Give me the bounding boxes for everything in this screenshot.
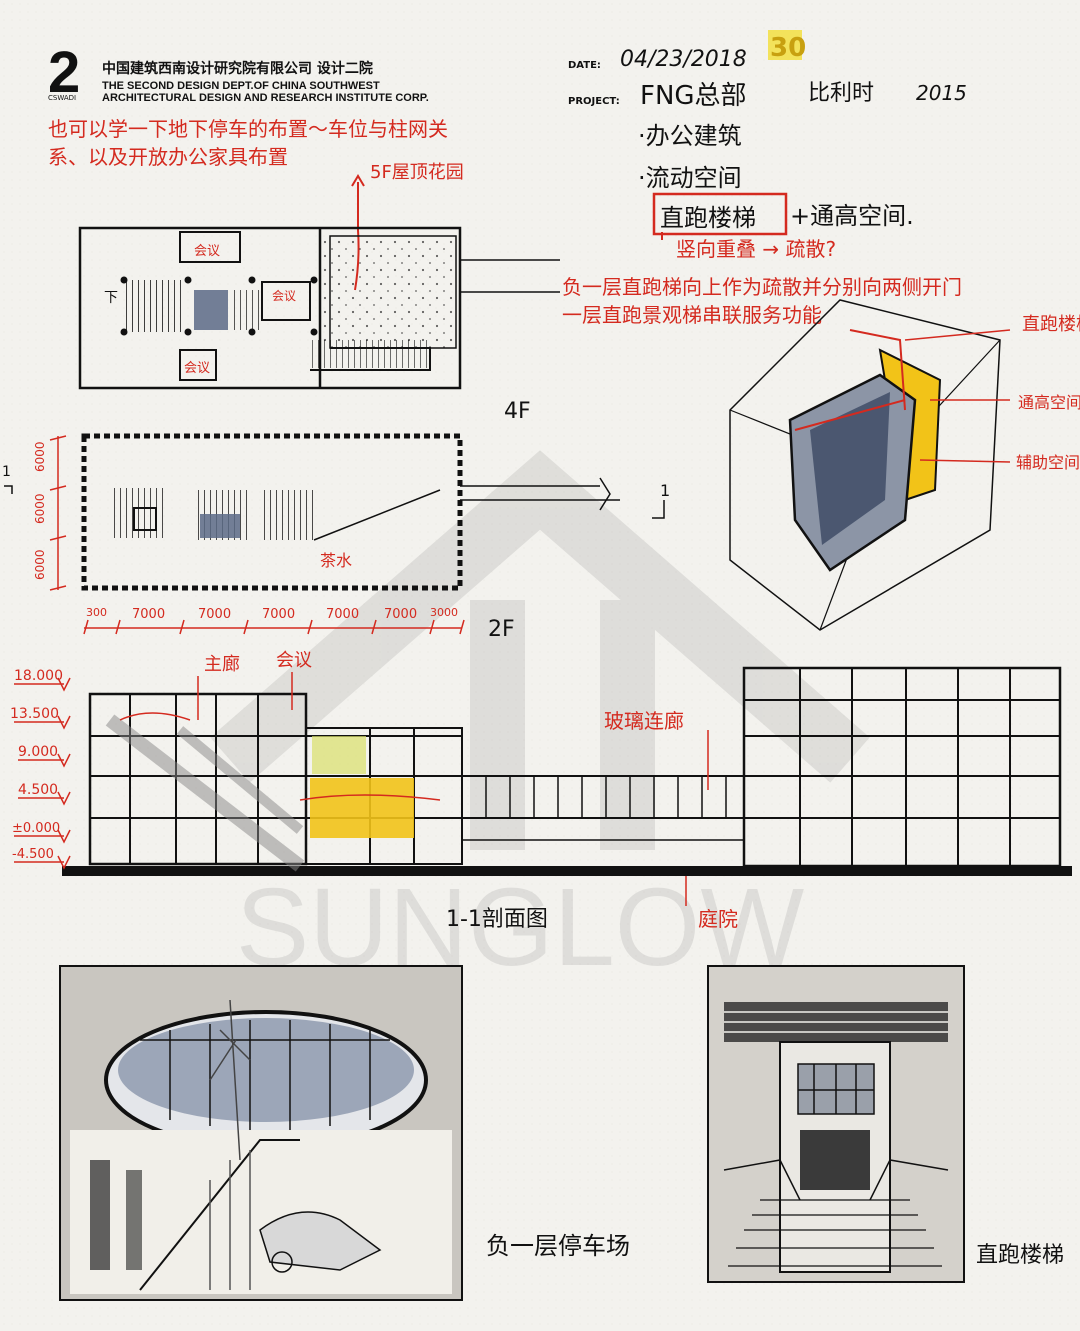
project-country: 比利时 xyxy=(808,81,874,106)
bullet-atrium: +通高空间. xyxy=(790,202,914,230)
level-minus-4500: -4.500 xyxy=(12,847,54,862)
caption-parking: 负一层停车场 xyxy=(486,1232,630,1260)
section-atrium-fill xyxy=(310,778,414,838)
dim-h-2: 7000 xyxy=(132,607,165,622)
dim-h-4: 7000 xyxy=(262,607,295,622)
plan-4f-meeting-top: 会议 xyxy=(194,244,220,259)
caption-stair: 直跑楼梯 xyxy=(976,1243,1064,1268)
dim-h-7: 3000 xyxy=(430,606,458,619)
stair-highlight-box xyxy=(652,192,788,236)
section-title: 1-1剖面图 xyxy=(446,907,548,932)
plan-4f-stair-label: 下 xyxy=(104,290,118,306)
axon-label-stair: 直跑楼梯 xyxy=(1022,314,1080,335)
axon-diagram: 直跑楼梯 通高空间 辅助空间 xyxy=(729,299,1080,631)
bullet-overlap: 竖向重叠 → 疏散? xyxy=(676,237,836,261)
dim-v-3: 6000 xyxy=(33,549,47,580)
plan-2f-core xyxy=(200,514,240,538)
level-0: ±0.000 xyxy=(12,821,60,836)
axon-label-aux: 辅助空间 xyxy=(1016,453,1080,472)
date-stamp: 30 xyxy=(770,33,806,63)
label-glass-bridge: 玻璃连廊 xyxy=(604,709,684,733)
dim-h-6: 7000 xyxy=(384,607,417,622)
section-mark-right: 1 xyxy=(660,481,670,500)
level-13500: 13.500 xyxy=(10,706,59,722)
roof-garden-area xyxy=(322,236,456,348)
plan-4f-meeting-bottom: 会议 xyxy=(184,361,210,376)
plan-4f-label: 4F xyxy=(504,399,531,424)
bullet-stair: 直跑楼梯 xyxy=(660,204,756,232)
dim-h-3: 7000 xyxy=(198,607,231,622)
logo-number: 2 xyxy=(48,40,80,105)
project-value: FNG总部 xyxy=(640,81,747,111)
bullet-flow: ·流动空间 xyxy=(638,164,742,192)
sketch-stair: 直跑楼梯 xyxy=(707,965,1064,1283)
plan-4f: 会议 会议 会议 下 4F xyxy=(78,226,560,424)
label-corridor: 主廊 xyxy=(204,654,240,675)
plan-2f-label: 2F xyxy=(488,617,515,642)
dim-v-2: 6000 xyxy=(33,493,47,524)
section-1-1: 18.000 13.500 9.000 4.500 ±0.000 -4.500 … xyxy=(10,650,1072,932)
plan-4f-core xyxy=(194,290,228,330)
note-roof-garden: 5F屋顶花园 xyxy=(370,162,464,183)
sketch-parking: 负一层停车场 xyxy=(59,965,630,1301)
plan-2f-tea: 茶水 xyxy=(320,551,352,570)
title-block: 2 CSWADI 中国建筑西南设计研究院有限公司 设计二院 THE SECOND… xyxy=(48,30,967,111)
date-stamp-highlight xyxy=(768,30,802,60)
logo-sub: CSWADI xyxy=(48,94,76,102)
date-value: 04/23/2018 xyxy=(620,47,747,72)
level-18000: 18.000 xyxy=(14,668,63,684)
section-mark-left: 1 xyxy=(2,464,11,480)
dim-h-5: 7000 xyxy=(326,607,359,622)
axon-label-atrium: 通高空间 xyxy=(1018,393,1080,412)
plan-4f-meeting-right: 会议 xyxy=(272,289,296,303)
note-parking-1: 也可以学一下地下停车的布置～车位与柱网关 xyxy=(48,117,448,141)
project-label: PROJECT: xyxy=(568,96,620,107)
note-parking-2: 系、以及开放办公家具布置 xyxy=(48,145,288,169)
company-name-en-2: ARCHITECTURAL DESIGN AND RESEARCH INSTIT… xyxy=(102,92,429,104)
plan-2f: 茶水 1 1 6000 6000 6000 300 7000 7000 7000… xyxy=(2,433,670,642)
label-courtyard: 庭院 xyxy=(698,907,738,931)
level-9000: 9.000 xyxy=(18,744,58,760)
note-stair-1: 负一层直跑梯向上作为疏散并分别向两侧开门 xyxy=(562,275,962,299)
note-stair-2: 一层直跑景观梯串联服务功能 xyxy=(562,303,822,327)
project-year: 2015 xyxy=(916,81,967,105)
date-label: DATE: xyxy=(568,60,601,71)
company-name-cn: 中国建筑西南设计研究院有限公司 设计二院 xyxy=(102,60,373,77)
bullet-office: ·办公建筑 xyxy=(638,122,742,150)
dim-h-1: 300 xyxy=(86,606,107,619)
dim-v-1: 6000 xyxy=(33,441,47,472)
level-4500: 4.500 xyxy=(18,782,58,798)
label-meeting: 会议 xyxy=(276,650,312,671)
company-name-en-1: THE SECOND DESIGN DEPT.OF CHINA SOUTHWES… xyxy=(102,80,380,92)
